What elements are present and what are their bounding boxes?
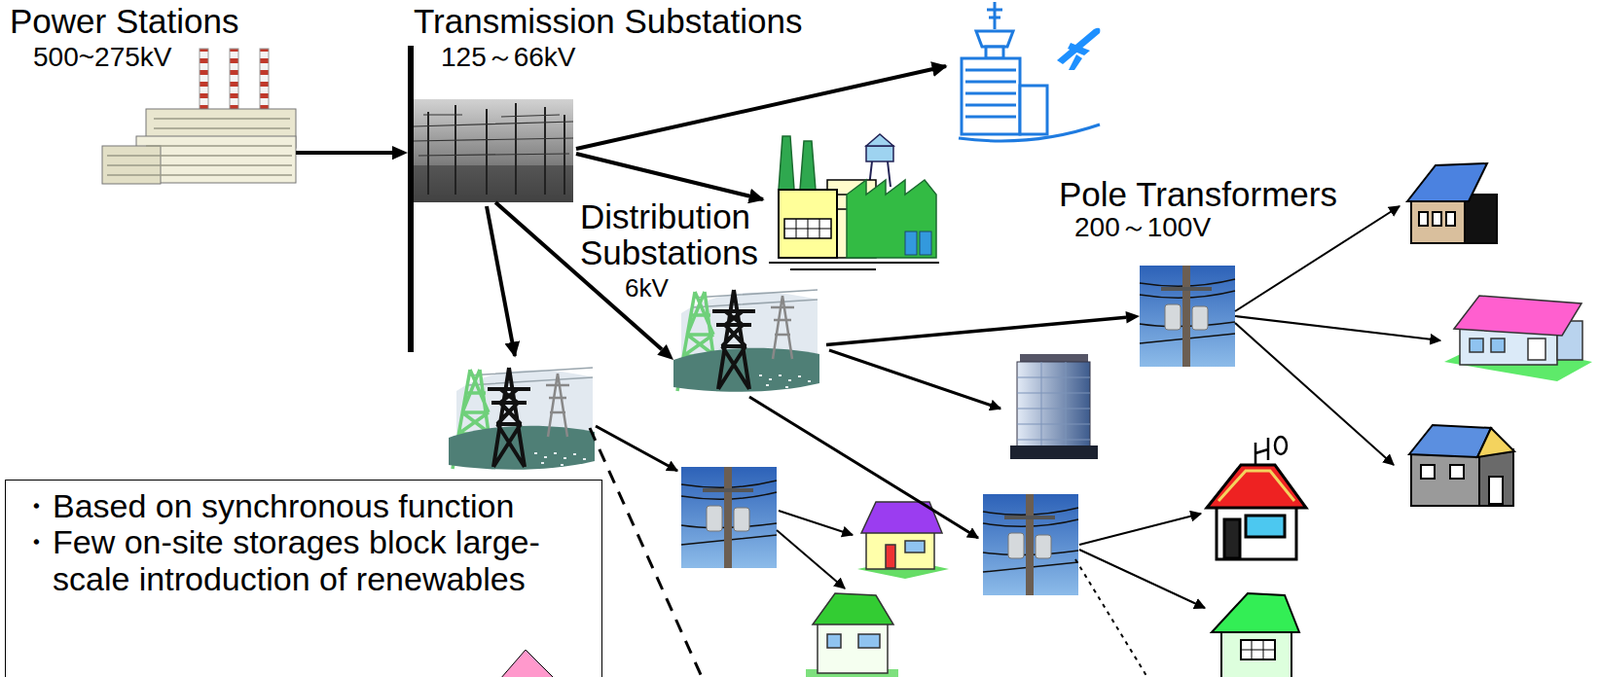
pole-transformer-icon <box>1139 265 1236 367</box>
node-heading: Pole Transformers <box>1058 175 1338 215</box>
connector-arrow <box>826 311 1140 345</box>
airport-icon <box>958 1 1100 142</box>
node-heading: Transmission Substations <box>413 1 802 41</box>
voltage-label: 200～100V <box>1074 212 1211 244</box>
arrow-head <box>1125 311 1140 325</box>
house-icon <box>1206 436 1307 560</box>
substation-photo <box>413 99 574 203</box>
power-station-node: Power Stations500~275kV <box>102 45 296 184</box>
bus-bar <box>407 45 414 353</box>
pole-transformer-icon <box>982 494 1079 596</box>
node-heading: Power Stations <box>9 1 239 41</box>
arrow-head <box>392 145 408 160</box>
node-heading: Distribution Substations <box>580 199 775 272</box>
house-icon <box>805 593 899 677</box>
arrow-head <box>656 344 674 361</box>
distribution-tower-icon <box>673 290 820 393</box>
house-icon <box>1211 593 1300 677</box>
house-icon <box>1409 425 1515 507</box>
voltage-label: 500~275kV <box>33 41 172 73</box>
house-icon <box>1444 295 1593 382</box>
note-box: ・Based on synchronous function・Few on-si… <box>4 479 603 677</box>
voltage-label: 6kV <box>624 274 669 304</box>
transmission-substation-node: Transmission Substations125～66kV <box>407 99 574 203</box>
connector-line <box>295 150 393 155</box>
note-text: ・Few on-site storages block large-scale … <box>19 524 588 598</box>
voltage-label: 125～66kV <box>440 41 577 73</box>
connector-line <box>826 317 1127 345</box>
distribution-tower-icon <box>448 367 595 471</box>
house-icon <box>500 650 555 677</box>
distribution-substation-node: Distribution Substations6kV <box>673 286 827 394</box>
factory-icon <box>768 134 940 270</box>
house-icon <box>1407 163 1497 244</box>
pole-transformer-icon <box>681 467 777 569</box>
connector-arrow <box>295 145 408 160</box>
pole-transformer-node: Pole Transformers200～100V <box>1139 265 1236 367</box>
note-text: ・Based on synchronous function <box>19 488 588 525</box>
supply-arrows <box>486 66 1441 677</box>
office-building-icon <box>1010 354 1098 460</box>
house-icon <box>857 502 949 580</box>
